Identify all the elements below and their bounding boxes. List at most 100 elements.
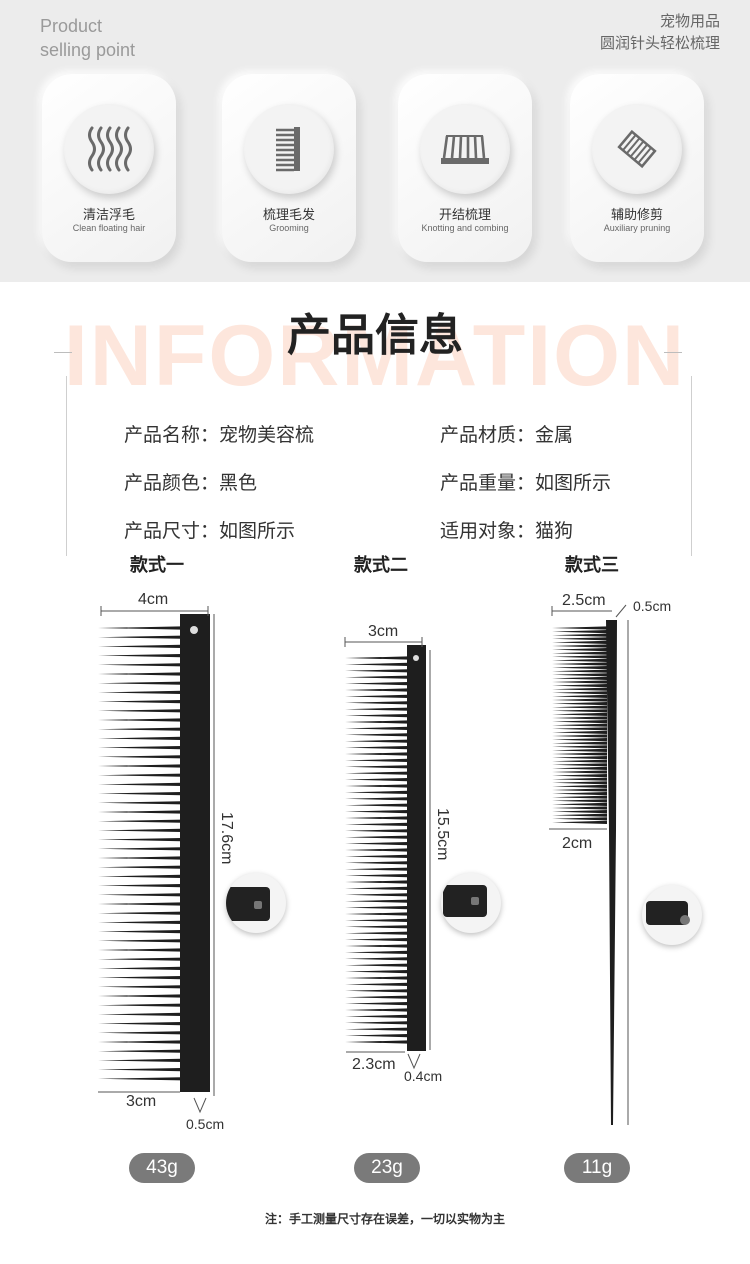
comb-three-tooth-35 — [552, 752, 607, 756]
comb-two-tooth-10 — [345, 720, 408, 724]
comb-two-tooth-23 — [345, 803, 408, 807]
comb-two-tooth-35 — [345, 880, 408, 884]
comb-one-tooth-18 — [98, 792, 181, 796]
comb-two-tooth-32 — [345, 861, 408, 865]
comb-three-tooth-31 — [552, 738, 607, 742]
style-one-length: 17.6cm — [218, 812, 235, 865]
comb-two-tooth-24 — [345, 810, 408, 814]
comb-two-tooth-13 — [345, 739, 408, 743]
comb-three-tooth-37 — [552, 759, 607, 763]
spec-target: 适用对象：猫狗 — [440, 520, 574, 542]
comb-three-tooth-1 — [552, 630, 607, 634]
comb-three-tooth-53 — [552, 817, 607, 821]
comb-one-dimension-lines — [98, 606, 215, 1114]
style-two-bottom-width: 2.3cm — [352, 1056, 396, 1073]
comb-three-tooth-49 — [552, 802, 607, 806]
comb-one-tooth-15 — [98, 764, 181, 768]
feature-label: 开结梳理 — [438, 208, 491, 223]
comb-one-teeth — [98, 626, 181, 1081]
comb-one-tooth-39 — [98, 985, 181, 989]
feature-label: 辅助修剪 — [610, 208, 663, 223]
comb-two-dimension-lines — [344, 637, 431, 1070]
comb-three-tooth-54 — [552, 820, 607, 824]
comb-two-spine — [407, 645, 426, 1051]
feature-icon-circle — [244, 104, 334, 194]
comb-three-tooth-26 — [552, 720, 607, 724]
feature-label-en: Knotting and combing — [421, 223, 509, 233]
tagline-line1: 宠物用品 — [659, 12, 720, 30]
comb-three-tooth-2 — [552, 633, 607, 637]
side-rule-left — [66, 376, 67, 556]
comb-three-tooth-41 — [552, 774, 607, 778]
comb-one-tooth-45 — [98, 1040, 181, 1044]
comb-three-tooth-13 — [552, 673, 607, 677]
comb-two-tooth-41 — [345, 918, 408, 922]
comb-one-spine — [180, 614, 210, 1092]
style-two-length: 15.5cm — [434, 808, 451, 861]
comb-three-tooth-22 — [552, 705, 607, 709]
comb-three-tooth-3 — [552, 637, 607, 641]
comb-two-tooth-29 — [345, 842, 408, 846]
comb-two-tooth-26 — [345, 822, 408, 826]
comb-three-tooth-15 — [552, 680, 607, 684]
style-two-top-width: 3cm — [368, 623, 399, 640]
comb-three-tooth-34 — [552, 748, 607, 752]
comb-one-tooth-17 — [98, 782, 181, 786]
comb-two-tooth-28 — [345, 835, 408, 839]
feature-icon-circle — [420, 104, 510, 194]
comb-three-tooth-12 — [552, 669, 607, 673]
comb-one-tooth-25 — [98, 856, 181, 860]
comb-two-tooth-30 — [345, 848, 408, 852]
comb-two-tooth-7 — [345, 701, 408, 705]
comb-three-tooth-45 — [552, 788, 607, 792]
comb-three-tooth-20 — [552, 698, 607, 702]
comb-two-tooth-46 — [345, 950, 408, 954]
comb-two-tooth-17 — [345, 765, 408, 769]
comb-one-tooth-35 — [98, 948, 181, 952]
comb-one-tooth-3 — [98, 654, 181, 658]
comb-one-tooth-40 — [98, 994, 181, 998]
comb-one-tooth-0 — [98, 626, 181, 630]
style-one-detail-zoom — [226, 873, 286, 933]
feature-label-en: Clean floating hair — [72, 223, 146, 233]
comb-one-tooth-46 — [98, 1049, 181, 1053]
comb-three-tooth-18 — [552, 691, 607, 695]
comb-one-tooth-27 — [98, 874, 181, 878]
comb-two-tooth-40 — [345, 912, 408, 916]
comb-three-tooth-10 — [552, 662, 607, 666]
selling-point-section: Product selling point 宠物用品 圆润针头轻松梳理 清洁浮毛 — [0, 0, 750, 282]
comb-one-tooth-24 — [98, 847, 181, 851]
comb-two-tooth-52 — [345, 989, 408, 993]
comb-one-tooth-41 — [98, 1003, 181, 1007]
comb-style-one — [98, 606, 215, 1114]
comb-two-tooth-55 — [345, 1008, 408, 1012]
feature-card-grooming: 梳理毛发 Grooming — [222, 74, 356, 262]
feature-label-en: Auxiliary pruning — [603, 223, 671, 233]
comb-one-tooth-11 — [98, 727, 181, 731]
comb-three-tooth-11 — [552, 666, 607, 670]
comb-three-tooth-38 — [552, 763, 607, 767]
style-three-detail-zoom — [642, 885, 702, 945]
comb-one-tooth-44 — [98, 1031, 181, 1035]
feature-label: 清洁浮毛 — [82, 208, 135, 223]
comb-one-tooth-48 — [98, 1068, 181, 1072]
comb-one-tooth-12 — [98, 736, 181, 740]
comb-three-tooth-30 — [552, 734, 607, 738]
comb-one-tooth-43 — [98, 1022, 181, 1026]
selling-point-line2: selling point — [40, 40, 136, 60]
comb-two-tooth-51 — [345, 982, 408, 986]
comb-three-tooth-9 — [552, 658, 607, 662]
comb-two-tooth-31 — [345, 854, 408, 858]
style-three-bottom-width: 2cm — [562, 835, 593, 852]
tagline-line2: 圆润针头轻松梳理 — [599, 34, 720, 52]
comb-two-tooth-20 — [345, 784, 408, 788]
comb-three-tooth-32 — [552, 741, 607, 745]
comb-three-tooth-21 — [552, 702, 607, 706]
feature-icon-circle — [64, 104, 154, 194]
comb-two-tooth-49 — [345, 970, 408, 974]
comb-two-tooth-36 — [345, 886, 408, 890]
comb-three-tooth-0 — [552, 626, 607, 630]
selling-point-title: Product selling point — [40, 14, 135, 62]
comb-two-tooth-27 — [345, 829, 408, 833]
comb-three-tooth-6 — [552, 648, 607, 652]
